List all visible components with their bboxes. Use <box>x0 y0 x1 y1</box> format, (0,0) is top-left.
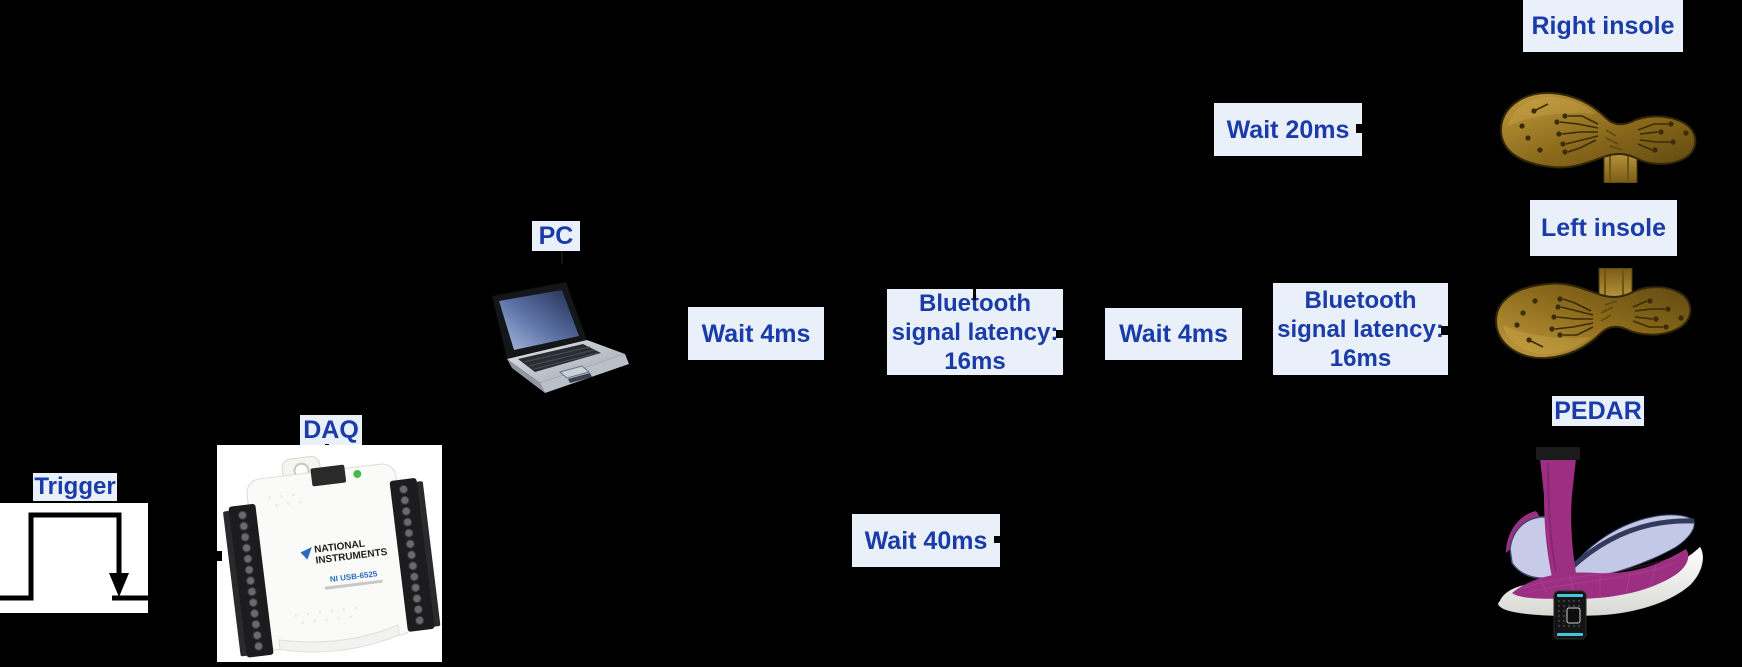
wait-40ms-box: Wait 40ms <box>852 514 1000 567</box>
insole-sensor-icon <box>1494 268 1692 360</box>
bluetooth-latency-b-line2: signal latency: <box>1277 315 1444 343</box>
bluetooth-latency-a-line2: signal latency: <box>891 318 1059 346</box>
left-insole-label: Left insole <box>1530 200 1677 256</box>
trigger-pulse-image <box>0 503 148 613</box>
trigger-label: Trigger <box>33 472 117 501</box>
arrow-fragment <box>994 536 1001 543</box>
daq-device-icon: NATIONAL INSTRUMENTS NI USB-6525 <box>223 456 441 658</box>
left-insole-image <box>1493 268 1700 365</box>
bluetooth-latency-a-line3: 16ms <box>944 347 1006 375</box>
bluetooth-latency-b-line3: 16ms <box>1329 344 1392 372</box>
insole-sensor-icon <box>1499 91 1697 183</box>
daq-label: DAQ <box>300 415 362 445</box>
pc-label: PC <box>532 221 580 251</box>
wait-20ms-box: Wait 20ms <box>1214 103 1362 156</box>
wait-4ms-b-box: Wait 4ms <box>1105 308 1242 360</box>
arrow-fragment <box>1441 326 1449 335</box>
pedar-shoe-icon <box>1498 447 1703 640</box>
trigger-pulse-waveform-icon <box>0 512 148 601</box>
arrow-fragment <box>1243 327 1251 332</box>
wait-4ms-a-box: Wait 4ms <box>688 307 824 360</box>
pedar-shoe-image <box>1490 441 1708 641</box>
arrow-fragment <box>973 287 976 300</box>
arrow-fragment <box>1056 330 1064 338</box>
bluetooth-latency-b-line1: Bluetooth <box>1304 286 1417 314</box>
arrow-fragment <box>561 251 563 264</box>
ni-eagle-icon <box>300 547 312 560</box>
arrow-fragment <box>1356 124 1364 133</box>
pc-laptop-image <box>474 266 636 400</box>
arrow-fragment <box>679 321 689 333</box>
bluetooth-latency-b-box: Bluetooth signal latency: 16ms <box>1273 283 1448 375</box>
arrow-fragment <box>217 551 222 561</box>
pedar-label: PEDAR <box>1552 396 1644 426</box>
right-insole-label: Right insole <box>1523 0 1683 52</box>
daq-device-image: NATIONAL INSTRUMENTS NI USB-6525 <box>217 445 442 662</box>
right-insole-image <box>1498 86 1705 183</box>
bluetooth-latency-a-box: Bluetooth signal latency: 16ms <box>887 289 1063 375</box>
laptop-icon <box>491 281 629 393</box>
